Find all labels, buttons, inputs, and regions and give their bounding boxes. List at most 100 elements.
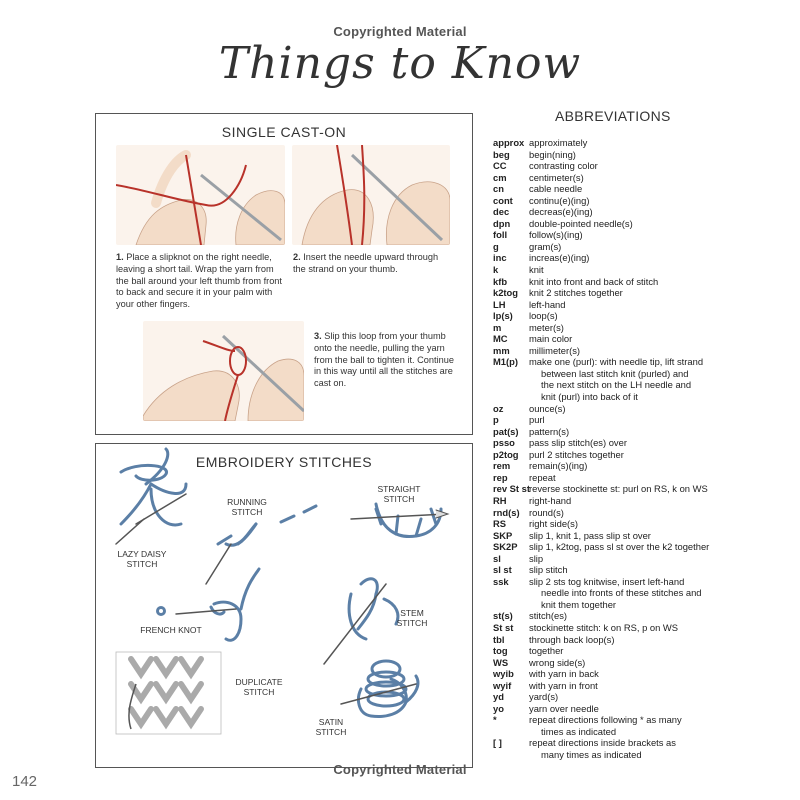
abbreviation-term: SK2P [493, 541, 518, 553]
abbreviation-definition: knit them together [541, 598, 617, 610]
abbreviation-definition: the next stitch on the LH needle and [541, 379, 692, 391]
abbreviation-term: sl [493, 552, 501, 564]
abbreviation-definition: round(s) [529, 506, 564, 518]
abbreviation-definition: repeat directions inside brackets as [529, 737, 676, 749]
abbreviation-term: rev St st [493, 483, 530, 495]
abbreviation-definition: approximately [529, 137, 588, 148]
abbreviation-definition: loop(s) [529, 310, 558, 322]
abbreviation-definition: needle into fronts of these stitches and [541, 587, 702, 599]
abbreviation-definition: centimeter(s) [529, 171, 584, 183]
copyright-top: Copyrighted Material [333, 24, 467, 39]
cast-on-step2-text: 2. Insert the needle upward through the … [293, 252, 439, 274]
abbreviation-definition: stitch(es) [529, 610, 568, 622]
abbreviation-term: rem [493, 460, 511, 472]
abbreviation-term: MC [493, 333, 508, 345]
french-knot-illustration [156, 567, 261, 642]
abbreviation-term: rep [493, 471, 508, 483]
running-stitch-illustration [205, 504, 318, 585]
abbreviation-definition: increas(e)(ing) [529, 252, 590, 264]
abbreviation-row: rnd(s) round(s) [493, 507, 793, 519]
abbreviation-definition: begin(ning) [529, 148, 576, 160]
cast-on-step2-image [292, 145, 450, 245]
abbreviation-term: M1(p) [493, 356, 518, 368]
abbreviation-term [493, 587, 529, 599]
abbreviation-definition: gram(s) [529, 240, 562, 252]
abbreviation-definition: knit into front and back of stitch [529, 275, 659, 287]
abbreviation-term: st(s) [493, 610, 513, 622]
abbreviation-definition: times as indicated [541, 725, 617, 737]
abbreviation-definition: purl 2 stitches together [529, 448, 624, 460]
abbreviation-term: m [493, 321, 502, 333]
abbreviation-term: dec [493, 206, 510, 218]
abbreviation-term: dpn [493, 217, 511, 229]
abbreviation-term: k2tog [493, 287, 519, 299]
stem-stitch-label: STEM STITCH [396, 608, 428, 628]
abbreviation-term: g [493, 240, 499, 252]
lazy-daisy-label: LAZY DAISY STITCH [117, 549, 167, 569]
abbreviation-term: rnd(s) [493, 506, 520, 518]
duplicate-stitch-label: DUPLICATE STITCH [235, 677, 283, 697]
abbreviation-term: tbl [493, 633, 505, 645]
abbreviation-definition: slip stitch [529, 564, 568, 576]
lazy-daisy-illustration [115, 447, 188, 545]
abbreviation-definition: through back loop(s) [529, 633, 615, 645]
abbreviation-row: [ ]repeat directions inside brackets as [493, 737, 793, 749]
abbreviation-term: cn [493, 183, 504, 195]
abbreviation-term: cont [493, 194, 513, 206]
embroidery-title: EMBROIDERY STITCHES [195, 454, 373, 470]
satin-stitch-illustration [340, 659, 420, 718]
abbreviation-term: wyib [493, 668, 514, 680]
abbreviation-definition: slip 2 sts tog knitwise, insert left-han… [529, 575, 685, 587]
abbreviation-definition: knit [529, 264, 544, 276]
stem-stitch-illustration [323, 577, 400, 665]
abbreviation-term: p2tog [493, 448, 519, 460]
abbreviation-term: ssk [493, 575, 509, 587]
abbreviation-term [493, 391, 529, 403]
abbreviation-definition: between last stitch knit (purled) and [541, 367, 689, 379]
abbreviation-row: needle into fronts of these stitches and [493, 587, 793, 599]
abbreviation-definition: wrong side(s) [529, 656, 586, 668]
abbreviation-definition: yarn over needle [529, 702, 599, 714]
abbreviation-definition: stockinette stitch: k on RS, p on WS [529, 621, 679, 633]
abbreviation-definition: millimeter(s) [529, 344, 581, 356]
abbreviation-row: lp(s) loop(s) [493, 310, 793, 322]
abbreviation-definition: purl [529, 414, 545, 426]
abbreviation-definition: pattern(s) [529, 425, 570, 437]
abbreviation-term: inc [493, 252, 507, 264]
abbreviation-definition: reverse stockinette st: purl on RS, k on… [529, 483, 708, 495]
embroidery-illustrations [115, 447, 450, 735]
abbreviation-definition: make one (purl): with needle tip, lift s… [529, 356, 704, 368]
abbreviation-definition: yard(s) [529, 691, 559, 703]
abbreviation-term: RH [493, 494, 507, 506]
cast-on-step3-text: 3. Slip this loop from your thumb onto t… [314, 331, 454, 389]
abbreviation-definition: contrasting color [529, 160, 598, 172]
abbreviation-definition: right-hand [529, 494, 572, 506]
abbreviation-definition: many times as indicated [541, 748, 642, 760]
abbreviation-term: LH [493, 298, 506, 310]
duplicate-stitch-illustration [115, 651, 222, 735]
abbreviation-term: lp(s) [493, 310, 513, 322]
abbreviation-term [493, 749, 529, 761]
abbreviation-row: M1(p) make one (purl): with needle tip, l… [493, 356, 793, 368]
abbreviation-term [493, 726, 529, 738]
